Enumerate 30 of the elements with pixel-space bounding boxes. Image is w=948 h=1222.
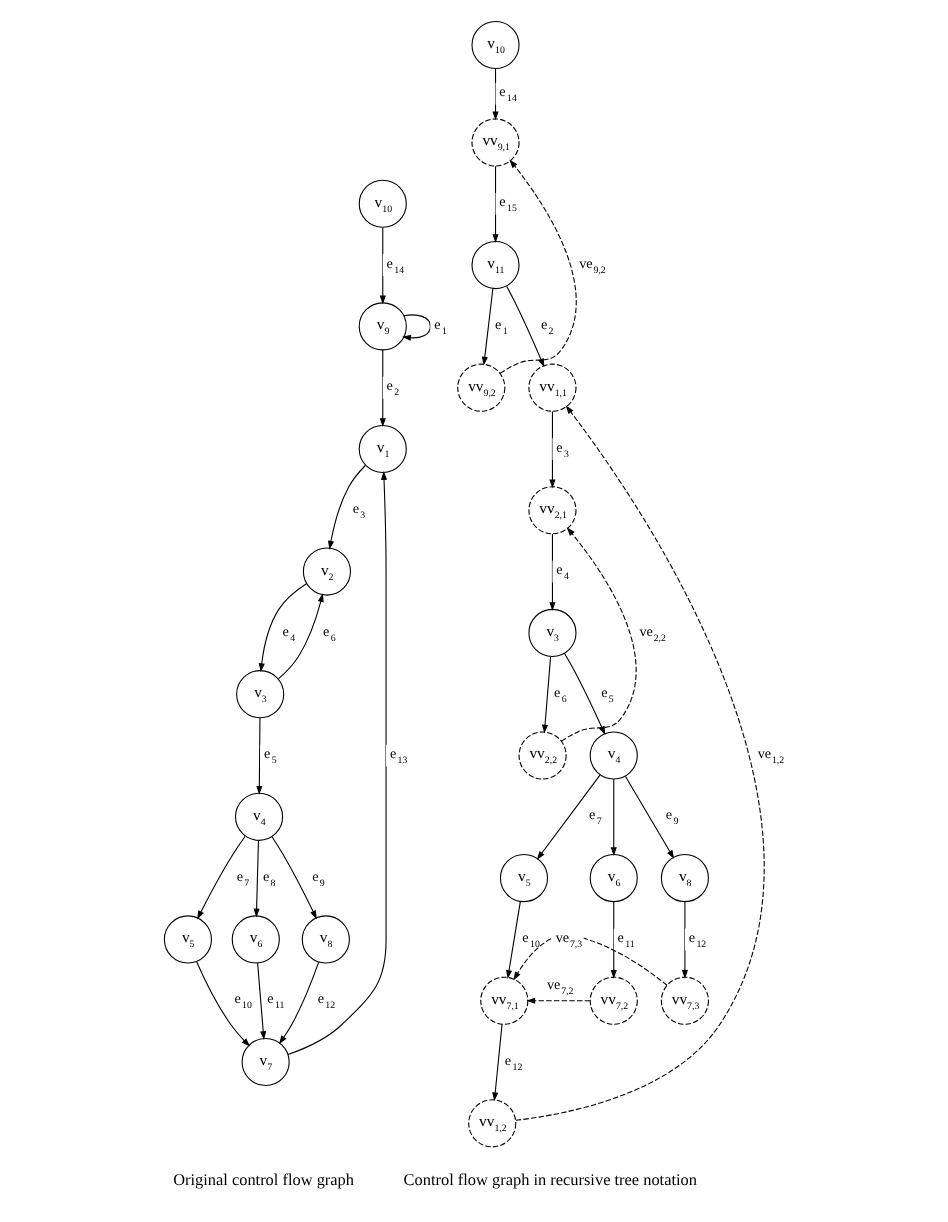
arrow: [491, 68, 498, 121]
label: Original control flow graph: [172, 1170, 354, 1189]
arrow: [609, 901, 616, 979]
arrow: [255, 717, 262, 795]
arrow: [480, 288, 493, 366]
arrow: [196, 835, 245, 920]
arrow: [256, 962, 266, 1040]
arrow: [252, 840, 259, 918]
arrow: [270, 836, 316, 920]
arrow: [525, 997, 590, 1004]
arrow: [498, 159, 576, 374]
arrow: [512, 933, 667, 986]
arrow: [378, 349, 385, 427]
arrow: [540, 656, 551, 734]
label: Control flow graph in recursive tree notation: [402, 1170, 696, 1189]
arrow: [491, 1023, 502, 1102]
arrow: [623, 775, 674, 859]
arrow: [491, 165, 498, 244]
arrow: [535, 774, 600, 860]
arrow: [195, 960, 249, 1047]
arrow: [401, 314, 430, 341]
arrow: [609, 778, 616, 857]
arrow: [378, 226, 385, 305]
arrow: [286, 471, 387, 1055]
arrow: [559, 527, 636, 742]
arrow: [277, 961, 319, 1045]
arrow: [505, 901, 520, 979]
arrow: [680, 901, 687, 979]
arrow: [257, 583, 306, 673]
arrow: [562, 652, 605, 735]
